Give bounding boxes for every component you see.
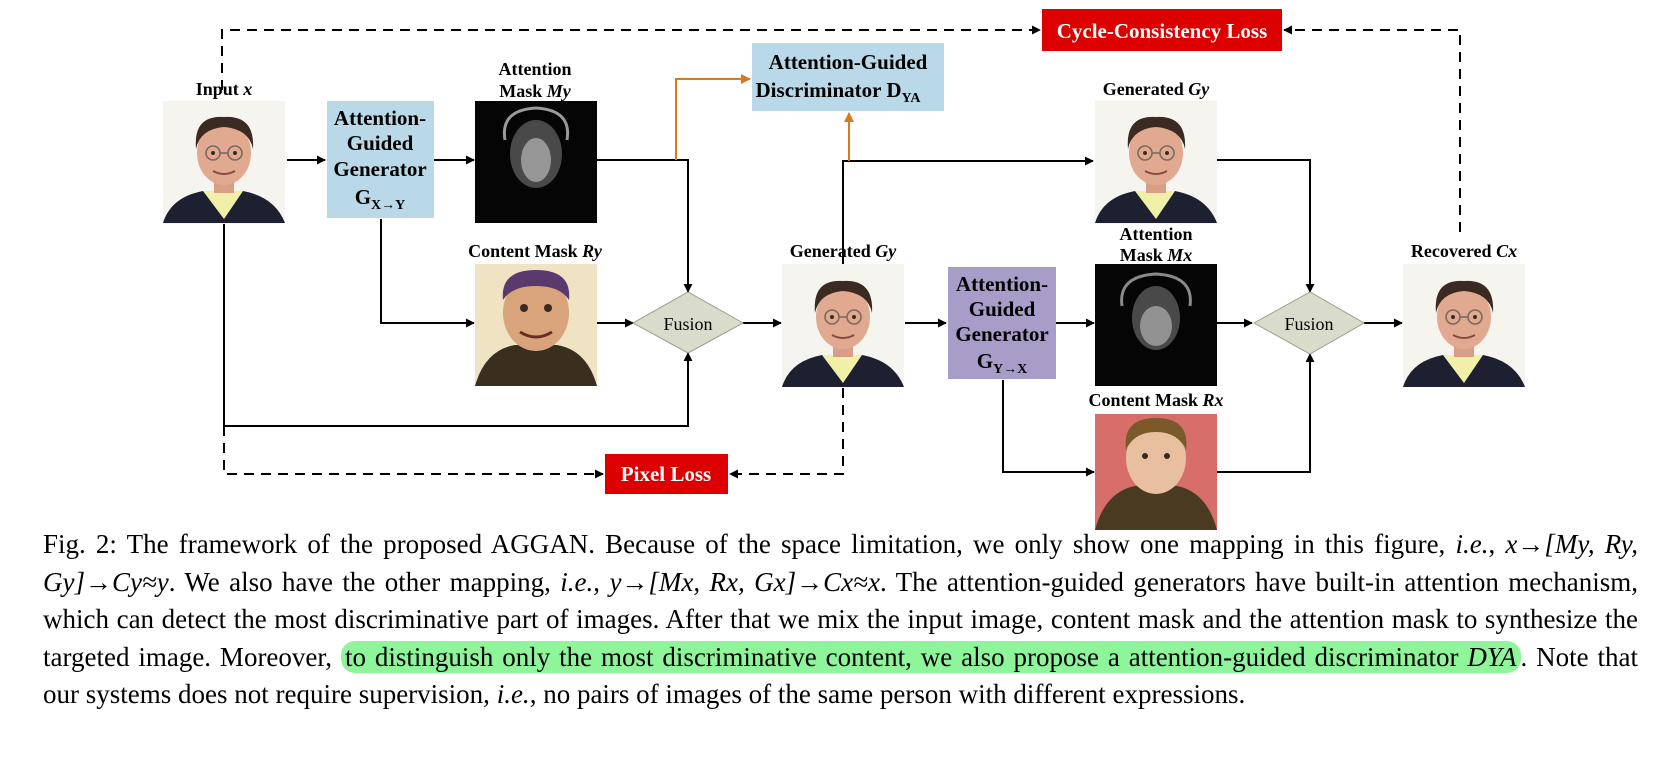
caption-highlight-math: DYA	[1467, 641, 1517, 672]
generated-gy-image	[781, 264, 905, 388]
content-mask-y-image	[475, 264, 597, 386]
arrow-generated-to-top-copy	[842, 156, 1094, 264]
svg-text:Fusion: Fusion	[1284, 314, 1333, 334]
connectors	[221, 25, 1461, 479]
attention-guided-discriminator: Attention-Guided Discriminator DYA	[752, 43, 944, 111]
svg-text:Attention-: Attention-	[956, 272, 1048, 296]
attention-mask-y-label-line2: Mask My	[499, 81, 572, 101]
fusion-node-2: Fusion	[1252, 291, 1366, 355]
svg-text:GY→X: GY→X	[977, 349, 1028, 377]
aggan-framework-diagram: Cycle-Consistency Loss Pixel Loss Attent…	[162, 9, 1526, 530]
cycle-loss-label: Cycle-Consistency Loss	[1057, 19, 1268, 43]
pixel-loss-link-from-generated	[729, 388, 844, 479]
discriminator-links	[675, 74, 854, 161]
fusion-node-1: Fusion	[631, 291, 745, 354]
arrow-attention-mask-to-fusion	[597, 159, 693, 293]
svg-text:Generator: Generator	[955, 322, 1048, 346]
svg-text:GX→Y: GX→Y	[355, 185, 406, 213]
attention-guided-generator-xy: Attention- Guided Generator GX→Y	[327, 101, 434, 218]
svg-text:Discriminator DYA: Discriminator DYA	[756, 78, 922, 106]
svg-text:Guided: Guided	[347, 131, 414, 155]
svg-text:Guided: Guided	[969, 297, 1036, 321]
arrow-top-generated-to-fusion	[1217, 159, 1315, 293]
cycle-consistency-loss-box: Cycle-Consistency Loss	[1042, 9, 1282, 51]
attention-mask-x-label-line1: Attention	[1120, 224, 1193, 244]
arrow-generator-to-content-mask	[380, 219, 475, 328]
recovered-label: Recovered Cx	[1411, 241, 1517, 261]
cycle-loss-link-from-input	[221, 25, 1041, 90]
pixel-loss-label: Pixel Loss	[621, 462, 711, 486]
figure-caption: Fig. 2: The framework of the proposed AG…	[43, 526, 1638, 714]
pixel-loss-link-from-input	[223, 426, 604, 479]
svg-text:Generator: Generator	[333, 157, 426, 181]
recovered-cx-image	[1402, 264, 1526, 388]
caption-paragraph: Fig. 2: The framework of the proposed AG…	[43, 529, 1639, 709]
svg-text:Fusion: Fusion	[663, 314, 712, 334]
attention-mask-x-label-line2: Mask Mx	[1120, 245, 1193, 265]
arrow-content-mask-x-to-fusion	[1217, 353, 1315, 473]
pixel-loss-box: Pixel Loss	[605, 454, 728, 494]
content-mask-y-label: Content Mask Ry	[468, 241, 603, 261]
generated-gy-top-label: Generated Gy	[1103, 79, 1210, 99]
input-label: Input x	[196, 79, 253, 99]
generated-gy-top-image	[1094, 101, 1218, 224]
svg-text:Attention-: Attention-	[334, 106, 426, 130]
content-mask-x-image	[1095, 414, 1217, 530]
caption-math-1: x→[My, Ry, Gy]→Cy≈y	[43, 529, 1639, 597]
attention-guided-generator-yx: Attention- Guided Generator GY→X	[948, 267, 1056, 379]
content-mask-x-label: Content Mask Rx	[1088, 390, 1223, 410]
arrow-input-to-fusion	[223, 224, 693, 427]
caption-math-2: y→[Mx, Rx, Gx]→Cx≈x	[609, 566, 880, 597]
svg-text:Attention-Guided: Attention-Guided	[769, 50, 928, 74]
generated-gy-label: Generated Gy	[790, 241, 897, 261]
arrow-generator-yx-to-content-mask	[1002, 380, 1095, 477]
attention-mask-x-image	[1095, 264, 1217, 386]
attention-mask-y-image	[475, 101, 597, 223]
attention-mask-y-label-line1: Attention	[499, 59, 572, 79]
caption-highlight: to distinguish only the most discriminat…	[340, 640, 1521, 673]
input-image	[162, 101, 286, 224]
